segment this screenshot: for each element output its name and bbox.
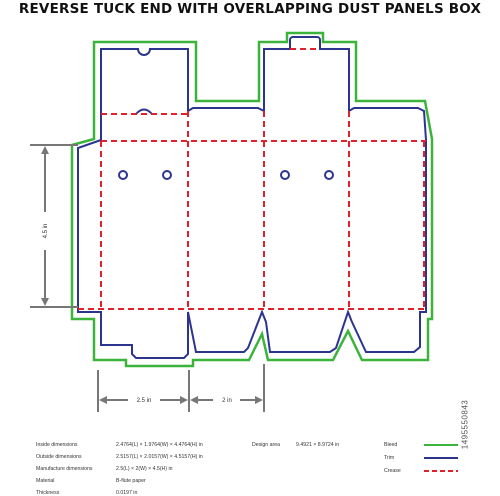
trim-outline: [77, 36, 427, 359]
spec-value: B-flute paper: [116, 478, 146, 484]
spec-label: Material: [36, 478, 55, 484]
crease-swatch: [424, 470, 458, 472]
legend-label: Bleed: [384, 442, 398, 448]
diagram-title: REVERSE TUCK END WITH OVERLAPPING DUST P…: [18, 1, 482, 17]
legend-label: Trim: [384, 455, 395, 461]
spec-label: Manufacture dimensions: [36, 466, 93, 472]
design-area-value: 9.4921 × 8.9724 in: [296, 442, 340, 448]
spec-value: 0.0197 in: [116, 490, 138, 496]
height-label: 4.5 in: [43, 224, 49, 239]
watermark-id: 1495550843: [460, 399, 470, 450]
crease-lines: [78, 48, 426, 310]
spec-value: 2.4764(L) × 1.9764(W) × 4.4764(H) in: [116, 442, 203, 448]
spec-label: Inside dimensions: [36, 442, 78, 448]
legend-label: Crease: [384, 468, 401, 474]
bleed-outline: [70, 31, 434, 368]
spec-value: 2.5157(L) × 2.0157(W) × 4.5157(H) in: [116, 454, 203, 460]
design-area-label: Design area: [252, 442, 280, 448]
legend-item-bleed: Bleed: [384, 440, 464, 450]
watermark: 1495550843: [460, 370, 498, 480]
bottom-dimensions: [97, 364, 265, 412]
bleed-swatch: [424, 444, 458, 446]
length-label: 2.5 in: [137, 398, 152, 404]
trim-swatch: [424, 457, 458, 459]
width-label: 2 in: [222, 398, 232, 404]
height-dimension: [30, 144, 78, 308]
lock-holes: [118, 170, 334, 180]
legend-item-crease: Crease: [384, 466, 464, 476]
legend-item-trim: Trim: [384, 453, 464, 463]
spec-label: Thickness: [36, 490, 60, 496]
spec-value: 2.5(L) × 2(W) × 4.5(H) in: [116, 466, 173, 472]
spec-label: Outside dimensions: [36, 454, 82, 460]
tuck-slot: [135, 108, 153, 115]
